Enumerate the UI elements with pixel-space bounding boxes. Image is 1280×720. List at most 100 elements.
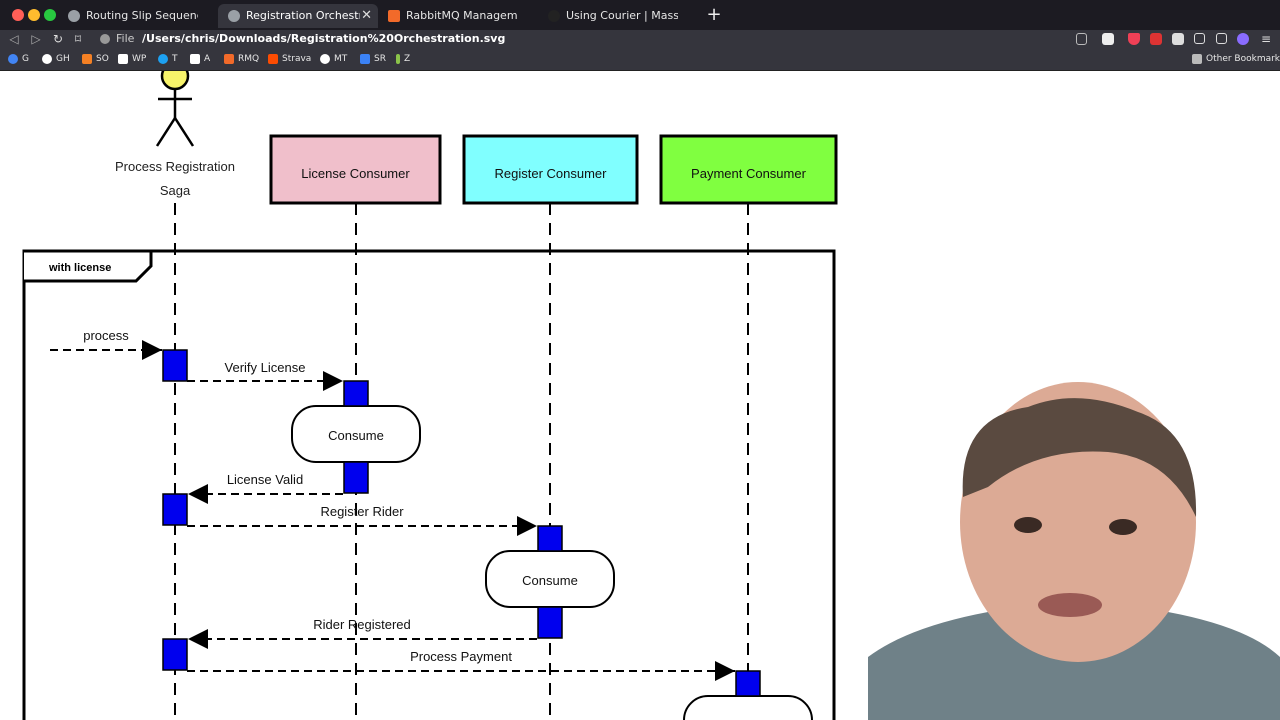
url-path: /Users/chris/Downloads/Registration%20Or… xyxy=(142,32,506,45)
bookmark-z[interactable]: Z xyxy=(396,48,410,70)
bookmark-so[interactable]: SO xyxy=(82,48,109,70)
tab-title: Routing Slip Sequence Diagrams.svg xyxy=(86,9,198,22)
strava-icon xyxy=(268,53,278,64)
profile-icon[interactable] xyxy=(1237,33,1249,45)
folder-icon xyxy=(1192,53,1202,64)
presenter-hair xyxy=(962,398,1197,517)
back-button[interactable]: ◁ xyxy=(9,32,19,46)
bookmark-label: Strava xyxy=(282,54,312,64)
license-activation-1 xyxy=(343,380,369,407)
info-icon xyxy=(100,34,110,44)
bookmark-label: RMQ xyxy=(238,54,260,64)
other-bookmarks[interactable]: Other Bookmarks xyxy=(1192,48,1280,70)
saga-activation-2 xyxy=(162,493,188,526)
address-bar[interactable]: File /Users/chris/Downloads/Registration… xyxy=(94,31,1094,47)
wp-icon xyxy=(118,53,128,64)
puzzle-icon[interactable] xyxy=(1172,33,1184,45)
fragment-tab xyxy=(24,249,153,283)
sr-icon xyxy=(360,53,370,64)
payment-consume-box xyxy=(683,695,813,720)
bookmark-label: GH xyxy=(56,54,70,64)
bookmark-label: A xyxy=(204,54,211,64)
z-icon xyxy=(396,53,400,64)
fragment-frame xyxy=(22,249,836,720)
register-rider-label: Register Rider xyxy=(320,504,404,519)
tab-routing-slip[interactable]: Routing Slip Sequence Diagrams.svg xyxy=(58,4,216,28)
bookmark-strava[interactable]: Strava xyxy=(268,48,311,70)
bookmark-label: Z xyxy=(404,54,411,64)
github-icon xyxy=(320,53,330,64)
bookmark-g[interactable]: G xyxy=(8,48,29,70)
browser-tab-bar: Routing Slip Sequence Diagrams.svg Regis… xyxy=(0,0,1280,30)
twitter-icon xyxy=(158,53,168,64)
process-label: process xyxy=(83,328,129,343)
license-consumer-box xyxy=(269,134,442,205)
masstransit-icon xyxy=(548,10,560,22)
presenter-eye-left xyxy=(1014,517,1042,533)
bookmarks-bar: G GH SO WP T A RMQ Strava MT SR Z Other … xyxy=(0,48,1280,71)
tab-rabbitmq[interactable]: RabbitMQ Management xyxy=(378,4,536,28)
webcam-overlay xyxy=(868,382,1280,720)
globe-icon xyxy=(228,10,240,22)
register-activation-1 xyxy=(537,525,563,552)
rabbitmq-icon xyxy=(388,10,400,22)
license-consume-label: Consume xyxy=(328,428,384,443)
sidebar-icon[interactable] xyxy=(1194,33,1205,44)
actor-leg-left xyxy=(155,117,177,147)
bookmark-a[interactable]: A xyxy=(190,48,210,70)
sequence-diagram: Process Registration Saga License Consum… xyxy=(22,71,838,720)
saga-activation-1 xyxy=(162,349,188,382)
close-tab-icon[interactable]: ✕ xyxy=(361,8,372,23)
bookmark-label: G xyxy=(22,54,29,64)
bookmark-rmq[interactable]: RMQ xyxy=(224,48,259,70)
bookmark-mt[interactable]: MT xyxy=(320,48,347,70)
menu-icon[interactable]: ≡ xyxy=(1260,32,1272,46)
bookmark-t[interactable]: T xyxy=(158,48,178,70)
stackoverflow-icon xyxy=(82,53,92,64)
browser-toolbar: ◁ ▷ ↻ ⌑ File /Users/chris/Downloads/Regi… xyxy=(0,30,1280,48)
bookmark-sr[interactable]: SR xyxy=(360,48,386,70)
minimize-window-button[interactable] xyxy=(28,9,40,21)
actor-leg-right xyxy=(173,117,195,147)
maximize-window-button[interactable] xyxy=(44,9,56,21)
verify-license-label: Verify License xyxy=(225,360,306,375)
github-icon xyxy=(42,53,52,64)
payment-activation-1 xyxy=(735,670,761,697)
tab-masstransit[interactable]: Using Courier | MassTransit xyxy=(538,4,696,28)
presenter-shoulders xyxy=(868,612,1280,720)
presenter-mouth xyxy=(1038,593,1102,617)
saga-activation-3 xyxy=(162,638,188,671)
bookmark-wp[interactable]: WP xyxy=(118,48,146,70)
pocket-icon[interactable] xyxy=(1128,33,1140,45)
payment-consumer-label: Payment Consumer xyxy=(691,166,807,181)
presenter-eye-right xyxy=(1109,519,1137,535)
share-icon[interactable] xyxy=(1076,33,1087,45)
wallet-icon[interactable] xyxy=(1216,33,1227,44)
bookmark-label: SO xyxy=(96,54,109,64)
rider-registered-label: Rider Registered xyxy=(313,617,411,632)
fragment-label: with license xyxy=(48,262,111,274)
register-activation-2 xyxy=(537,606,563,639)
license-activation-2 xyxy=(343,461,369,494)
brave-shield-icon[interactable] xyxy=(1102,33,1114,45)
bookmark-gh[interactable]: GH xyxy=(42,48,70,70)
bookmark-label: MT xyxy=(334,54,348,64)
bookmark-label: SR xyxy=(374,54,386,64)
license-consumer-label: License Consumer xyxy=(301,166,410,181)
a-icon xyxy=(190,53,200,64)
globe-icon xyxy=(68,10,80,22)
close-window-button[interactable] xyxy=(12,9,24,21)
tab-registration-orchestration[interactable]: Registration Orchestration.svg ✕ xyxy=(218,4,378,28)
other-bookmarks-label: Other Bookmarks xyxy=(1206,54,1280,64)
bookmark-page-button[interactable]: ⌑ xyxy=(74,32,82,46)
tab-title: Registration Orchestration.svg xyxy=(246,9,360,22)
reload-button[interactable]: ↻ xyxy=(52,32,64,46)
actor-head xyxy=(160,71,190,91)
new-tab-button[interactable]: + xyxy=(706,4,722,25)
actor-label-line1: Process Registration xyxy=(115,159,235,174)
extension-red-icon[interactable] xyxy=(1150,33,1162,45)
svg-document-view[interactable]: Process Registration Saga License Consum… xyxy=(0,71,1280,720)
google-icon xyxy=(8,53,18,64)
forward-button[interactable]: ▷ xyxy=(31,32,41,46)
register-consume-label: Consume xyxy=(522,573,578,588)
